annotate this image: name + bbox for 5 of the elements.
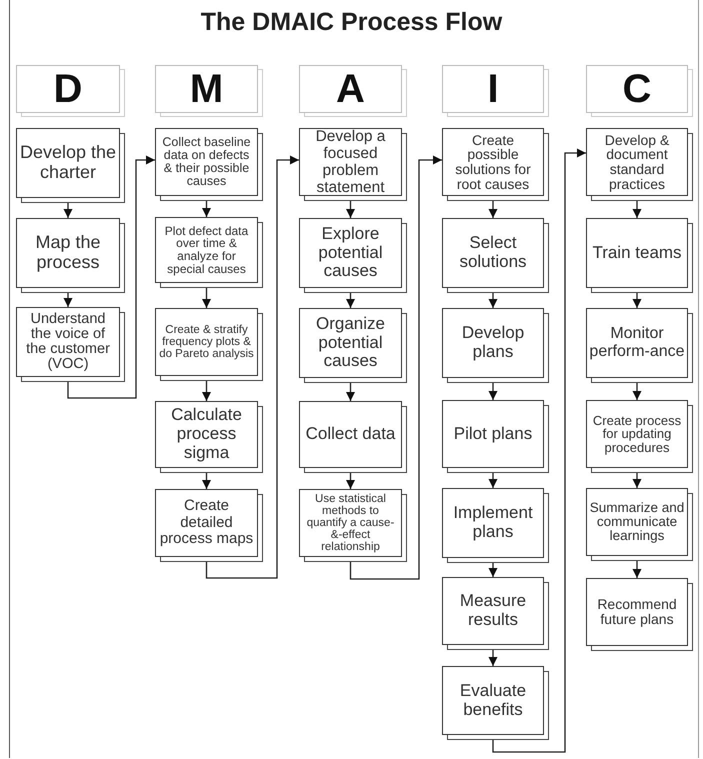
title: The DMAIC Process Flow: [200, 8, 504, 37]
arrow: [492, 148, 586, 753]
arrow: [350, 156, 442, 580]
arrow: [206, 156, 299, 579]
arrow: [67, 156, 155, 399]
